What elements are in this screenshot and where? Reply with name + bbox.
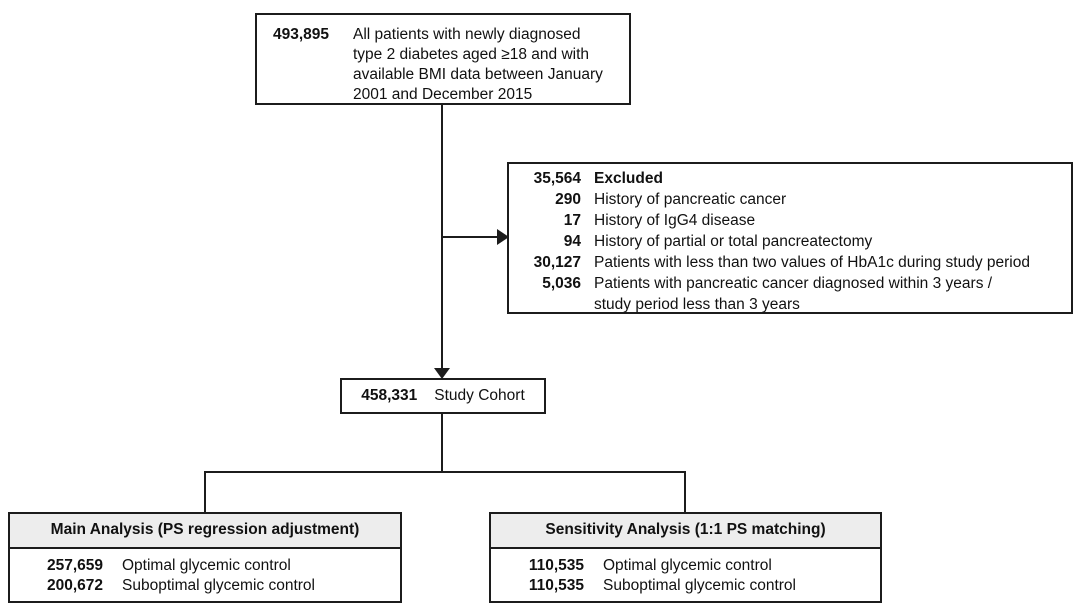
sensitivity-analysis-item-count: 110,535 (528, 557, 584, 574)
excluded-count: 35,564 (533, 170, 581, 187)
branch-left-drop-connector (204, 471, 206, 512)
sensitivity-analysis-title: Sensitivity Analysis (1:1 PS matching) (491, 514, 880, 549)
connector-to-excluded (442, 236, 498, 238)
main-analysis-item-count: 257,659 (46, 557, 103, 574)
sensitivity-analysis-body: 110,535 Optimal glycemic control 110,535… (491, 549, 880, 601)
main-analysis-box: Main Analysis (PS regression adjustment)… (8, 512, 402, 603)
top-population-label: All patients with newly diagnosed type 2… (353, 26, 603, 103)
excluded-box: 35,564 Excluded 290 History of pancreati… (507, 162, 1073, 314)
study-cohort-label: Study Cohort (434, 386, 525, 404)
excluded-item-label: Patients with less than two values of Hb… (594, 254, 1030, 271)
excluded-item-count: 5,036 (542, 275, 581, 292)
right-arrowhead-icon (497, 229, 509, 245)
connector-cohort-to-branch (441, 414, 443, 472)
main-analysis-item-label: Optimal glycemic control (122, 557, 291, 574)
study-cohort-count: 458,331 (361, 386, 418, 404)
sensitivity-analysis-item-label: Suboptimal glycemic control (603, 577, 796, 594)
excluded-item-label: History of IgG4 disease (594, 212, 756, 229)
excluded-item-label: Patients with pancreatic cancer diagnose… (594, 275, 993, 313)
main-analysis-item-count: 200,672 (46, 577, 103, 594)
branch-right-drop-connector (684, 471, 686, 512)
excluded-item-count: 290 (555, 191, 581, 208)
main-analysis-item-label: Suboptimal glycemic control (122, 577, 315, 594)
study-cohort-box: 458,331 Study Cohort (340, 378, 546, 414)
excluded-item-count: 94 (563, 233, 581, 250)
excluded-item-count: 17 (563, 212, 581, 229)
sensitivity-analysis-item-label: Optimal glycemic control (603, 557, 772, 574)
top-population-box: 493,895 All patients with newly diagnose… (255, 13, 631, 105)
excluded-item-label: History of pancreatic cancer (594, 191, 787, 208)
top-population-count: 493,895 (273, 26, 330, 43)
excluded-item-label: History of partial or total pancreatecto… (594, 233, 873, 250)
main-analysis-body: 257,659 Optimal glycemic control 200,672… (10, 549, 400, 601)
down-arrowhead-icon (434, 368, 450, 379)
excluded-title: Excluded (594, 170, 663, 187)
branch-horizontal-connector (204, 471, 686, 473)
excluded-item-count: 30,127 (533, 254, 581, 271)
sensitivity-analysis-item-count: 110,535 (528, 577, 584, 594)
sensitivity-analysis-box: Sensitivity Analysis (1:1 PS matching) 1… (489, 512, 882, 603)
main-analysis-title: Main Analysis (PS regression adjustment) (10, 514, 400, 549)
